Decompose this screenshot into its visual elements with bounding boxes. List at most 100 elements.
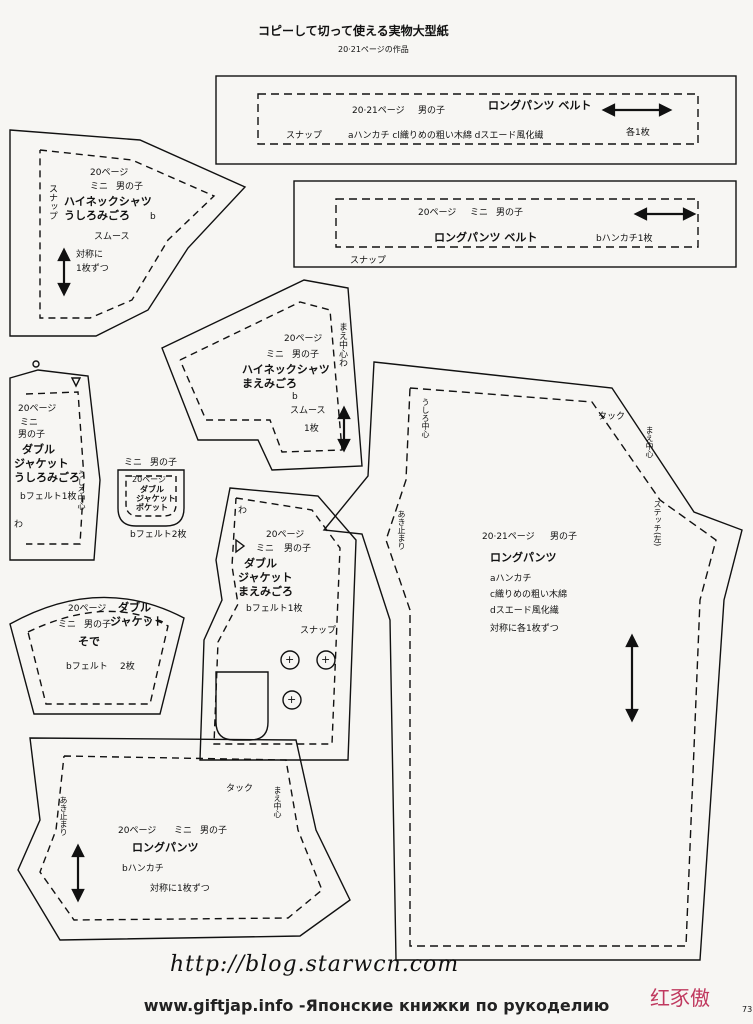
jb-who: 男の子 xyxy=(18,430,46,440)
hnf-name2: まえみごろ xyxy=(242,377,297,390)
belt2-snap: スナップ xyxy=(350,256,387,266)
lp-stitch: ステッチ(左) xyxy=(653,500,662,547)
jacket-front-seam xyxy=(213,497,341,745)
hnb-name1: ハイネックシャツ xyxy=(64,195,152,208)
mini-pants-outline xyxy=(17,737,351,941)
stamp-text: 红豕傲 xyxy=(650,986,710,1010)
jb-material: bフェルト1枚 xyxy=(20,492,77,502)
belt2-name: ロングパンツ ベルト xyxy=(434,231,538,244)
pocket-name1: ダブル xyxy=(140,485,164,494)
sleeve-seam xyxy=(27,610,169,705)
pocket-material: bフェルト2枚 xyxy=(130,530,187,540)
hnb-mini: ミニ xyxy=(90,182,109,192)
jf-name3: まえみごろ xyxy=(238,585,293,598)
belt1-seam xyxy=(257,93,699,145)
lp-count: 対称に各1枚ずつ xyxy=(490,624,559,634)
belt1-materials: aハンカチ cl織りめの粗い木綿 dスエード風化繊 xyxy=(348,131,544,141)
mini-pants-seam xyxy=(39,755,323,921)
sleeve-outline xyxy=(9,596,185,715)
belt2-seam xyxy=(335,198,699,248)
jf-mini: ミニ xyxy=(256,544,275,554)
page-number: 73 xyxy=(742,1005,753,1014)
site-footer: www.giftjap.info -Японские книжки по рук… xyxy=(143,996,610,1015)
mp-name: ロングパンツ xyxy=(132,841,199,854)
lp-opening: あき止まり xyxy=(397,510,406,550)
mp-material: bハンカチ xyxy=(122,864,164,874)
hnf-material: スムース xyxy=(290,406,326,416)
highneck-back-outline xyxy=(9,129,247,337)
hnf-count: 1枚 xyxy=(304,424,319,434)
hnb-b: b xyxy=(150,212,156,222)
sleeve-count: 2枚 xyxy=(120,662,135,672)
jacket-back-outline xyxy=(9,369,101,561)
hnb-name2: うしろみごろ xyxy=(64,209,130,222)
jb-mini: ミニ xyxy=(20,418,39,428)
belt1-page: 20·21ページ xyxy=(352,106,405,116)
mp-count: 対称に1枚ずつ xyxy=(150,884,210,894)
jf-who: 男の子 xyxy=(284,544,312,554)
belt2-material: bハンカチ1枚 xyxy=(596,234,653,244)
hnb-material: スムース xyxy=(94,232,130,242)
mp-tuck: タック xyxy=(226,784,254,794)
lp-back-center: うしろ中心 xyxy=(421,398,430,438)
lp-who: 男の子 xyxy=(550,532,578,542)
highneck-front-seam xyxy=(179,301,343,453)
sleeve-who: 男の子 xyxy=(84,620,112,630)
sleeve-material: bフェルト xyxy=(66,662,108,672)
mp-front-center: まえ中心 xyxy=(273,786,282,818)
page-subtitle: 20·21ページの作品 xyxy=(338,45,409,54)
lp-m1: aハンカチ xyxy=(490,574,532,584)
jf-name1: ダブル xyxy=(244,557,277,570)
belt2-outline xyxy=(293,180,737,268)
hnb-who: 男の子 xyxy=(116,182,144,192)
hnb-sym: 対称に xyxy=(76,250,104,260)
jf-page: 20ページ xyxy=(266,530,305,540)
hnf-who: 男の子 xyxy=(292,350,320,360)
snap-icon: + xyxy=(287,693,297,706)
hnf-page: 20ページ xyxy=(284,334,323,344)
sleeve-name2: ジャケット xyxy=(110,615,165,628)
hnf-center: まえ中心わ xyxy=(337,322,347,367)
hnf-name1: ハイネックシャツ xyxy=(242,363,330,376)
lp-m3: dスエード風化繊 xyxy=(490,606,559,616)
belt1-name: ロングパンツ ベルト xyxy=(488,99,592,112)
pocket-who: 男の子 xyxy=(150,458,178,468)
sleeve-name1: ダブル xyxy=(118,601,151,614)
jf-snap: スナップ xyxy=(300,626,337,636)
snap-icon: + xyxy=(285,653,295,666)
belt1-who: 男の子 xyxy=(418,106,446,116)
pocket-name3: ポケット xyxy=(136,503,168,512)
belt2-mini: ミニ xyxy=(470,208,489,218)
hnf-b: b xyxy=(292,392,298,402)
blog-watermark: http://blog.starwcn.com xyxy=(170,952,460,977)
highneck-front-outline xyxy=(161,279,363,471)
mp-opening: あき止まり xyxy=(59,796,68,836)
lp-name: ロングパンツ xyxy=(490,551,557,564)
snap-icon: + xyxy=(321,653,331,666)
belt2-page: 20ページ xyxy=(418,208,457,218)
sleeve-name3: そで xyxy=(78,635,100,648)
hnf-mini: ミニ xyxy=(266,350,285,360)
long-pants-outline xyxy=(322,361,743,961)
pocket-name2: ジャケット xyxy=(136,494,176,503)
belt2-who: 男の子 xyxy=(496,208,524,218)
jf-wa: わ xyxy=(238,506,248,516)
jb-name1: ダブル xyxy=(22,443,55,456)
jf-name2: ジャケット xyxy=(238,571,293,584)
jb-name3: うしろみごろ xyxy=(14,471,80,484)
jb-center: うしろ中心 xyxy=(77,470,86,510)
belt1-count: 各1枚 xyxy=(626,128,650,138)
hnb-snap: スナップ xyxy=(47,184,57,220)
jb-wa: わ xyxy=(14,520,24,530)
belt1-snap: スナップ xyxy=(286,131,323,141)
jf-material: bフェルト1枚 xyxy=(246,604,303,614)
lp-page: 20·21ページ xyxy=(482,532,535,542)
sleeve-mini: ミニ xyxy=(58,620,77,630)
highneck-back-seam xyxy=(39,149,216,319)
hnb-page: 20ページ xyxy=(90,168,129,178)
jb-name2: ジャケット xyxy=(14,457,69,470)
sleeve-page: 20ページ xyxy=(68,604,107,614)
mp-who: 男の子 xyxy=(200,826,228,836)
mp-page: 20ページ xyxy=(118,826,157,836)
